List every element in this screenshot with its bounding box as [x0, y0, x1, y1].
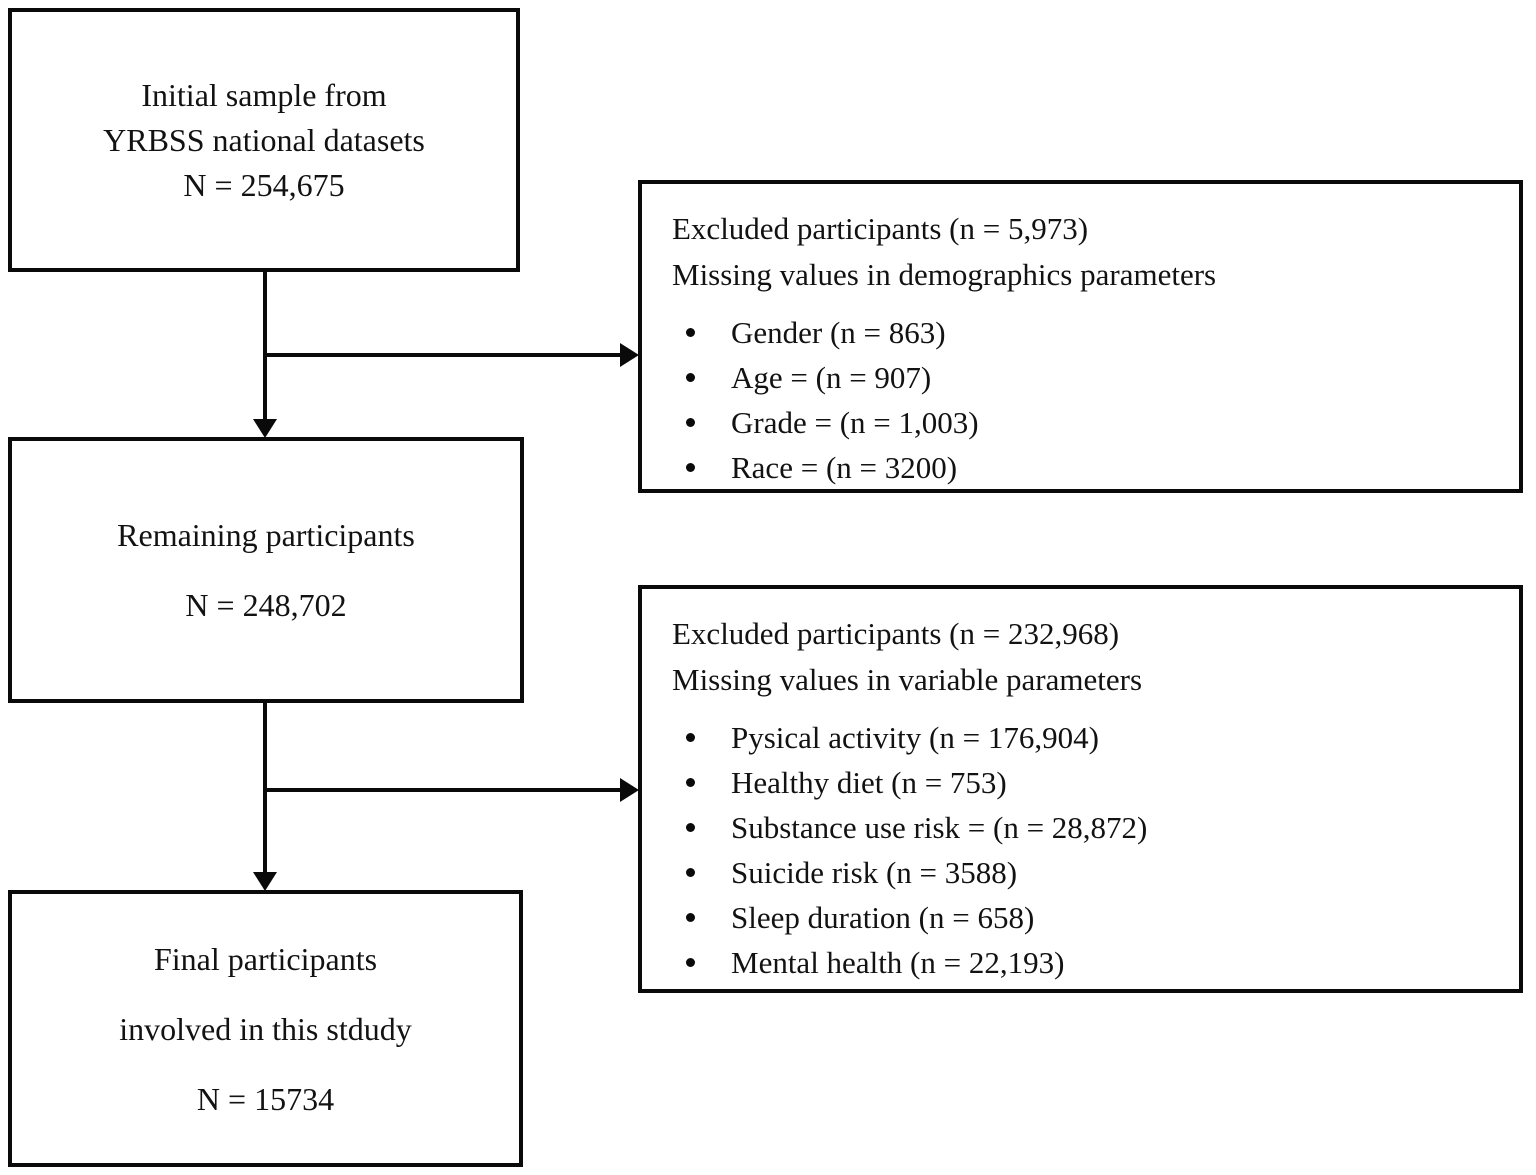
bullet-label: Sleep duration (n = 658)	[731, 900, 1035, 935]
initial-sample-line-2: YRBSS national datasets	[103, 121, 425, 158]
box-initial-sample: Initial sample from YRBSS national datas…	[8, 8, 520, 272]
list-item: Gender (n = 863)	[672, 310, 1499, 355]
bullet-dot-icon	[686, 373, 695, 382]
bullet-label: Gender (n = 863)	[731, 315, 946, 350]
arrow-initial-to-remaining-head	[253, 419, 277, 438]
final-participants-line-2: involved in this stdudy	[119, 1010, 412, 1047]
arrow-branch-excluded-demographics-head	[620, 343, 639, 367]
final-participants-line-1: Final participants	[153, 940, 378, 977]
bullet-label: Grade = (n = 1,003)	[731, 405, 979, 440]
list-item: Mental health (n = 22,193)	[672, 940, 1499, 985]
box-final-participants: Final participants involved in this stdu…	[8, 890, 523, 1167]
list-item: Age = (n = 907)	[672, 355, 1499, 400]
excluded-variables-bullet-list: Pysical activity (n = 176,904) Healthy d…	[672, 715, 1499, 985]
remaining-participants-count: N = 248,702	[185, 587, 347, 623]
initial-sample-count: N = 254,675	[183, 166, 345, 203]
bullet-label: Healthy diet (n = 753)	[731, 765, 1007, 800]
arrow-branch-excluded-variables-head	[620, 778, 639, 802]
excluded-variables-title-1: Excluded participants (n = 232,968)	[672, 616, 1120, 651]
bullet-label: Substance use risk = (n = 28,872)	[731, 810, 1148, 845]
bullet-dot-icon	[686, 778, 695, 787]
list-item: Race = (n = 3200)	[672, 445, 1499, 490]
bullet-dot-icon	[686, 913, 695, 922]
list-item: Substance use risk = (n = 28,872)	[672, 805, 1499, 850]
arrow-remaining-to-final-head	[253, 872, 277, 891]
bullet-dot-icon	[686, 958, 695, 967]
bullet-label: Pysical activity (n = 176,904)	[731, 720, 1099, 755]
initial-sample-line-1: Initial sample from	[141, 76, 387, 113]
bullet-dot-icon	[686, 418, 695, 427]
list-item: Grade = (n = 1,003)	[672, 400, 1499, 445]
bullet-dot-icon	[686, 328, 695, 337]
bullet-dot-icon	[686, 463, 695, 472]
box-remaining-participants: Remaining participants N = 248,702	[8, 437, 524, 703]
remaining-participants-label: Remaining participants	[117, 517, 415, 553]
bullet-dot-icon	[686, 868, 695, 877]
excluded-variables-title-2: Missing values in variable parameters	[672, 662, 1143, 697]
bullet-dot-icon	[686, 823, 695, 832]
box-excluded-demographics: Excluded participants (n = 5,973) Missin…	[638, 180, 1523, 493]
excluded-demographics-title-2: Missing values in demographics parameter…	[672, 257, 1217, 292]
arrow-branch-excluded-demographics-line	[265, 353, 621, 357]
arrow-branch-excluded-variables-line	[265, 788, 621, 792]
bullet-dot-icon	[686, 733, 695, 742]
bullet-label: Suicide risk (n = 3588)	[731, 855, 1018, 890]
excluded-demographics-bullet-list: Gender (n = 863) Age = (n = 907) Grade =…	[672, 310, 1499, 490]
list-item: Sleep duration (n = 658)	[672, 895, 1499, 940]
bullet-label: Age = (n = 907)	[731, 360, 932, 395]
list-item: Pysical activity (n = 176,904)	[672, 715, 1499, 760]
bullet-label: Race = (n = 3200)	[731, 450, 958, 485]
list-item: Healthy diet (n = 753)	[672, 760, 1499, 805]
list-item: Suicide risk (n = 3588)	[672, 850, 1499, 895]
bullet-label: Mental health (n = 22,193)	[731, 945, 1065, 980]
box-excluded-variables: Excluded participants (n = 232,968) Miss…	[638, 585, 1523, 993]
final-participants-count: N = 15734	[196, 1080, 335, 1117]
arrow-initial-to-remaining-line	[263, 272, 267, 420]
excluded-demographics-title-1: Excluded participants (n = 5,973)	[672, 211, 1089, 246]
